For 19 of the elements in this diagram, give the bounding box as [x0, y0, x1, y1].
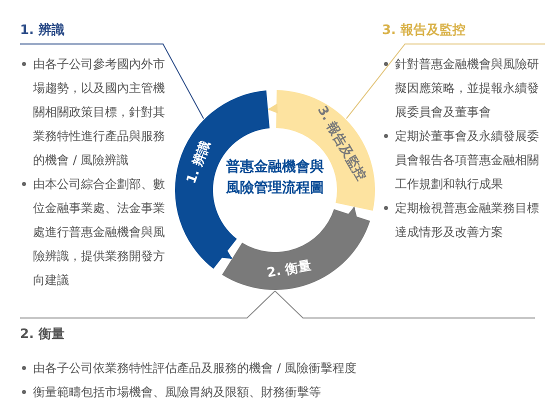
segment-label: 1. 辨識 — [184, 138, 214, 186]
bullet-text: 定期檢視普惠金融業務目標達成情形及改善方案 — [382, 196, 542, 244]
arrow — [268, 104, 278, 114]
segment-label: 2. 衡量 — [266, 258, 312, 282]
section-heading: 1. 辨識 — [20, 22, 66, 40]
leader-line — [20, 44, 204, 120]
bullet-text: 由各子公司依業務特性評估產品及服務的機會 / 風險衝擊程度 — [20, 356, 540, 380]
arrow — [347, 206, 357, 218]
leader-line — [346, 44, 546, 120]
bullet-text: 衡量範疇包括市場機會、風險胃納及限額、財務衝擊等 — [20, 380, 540, 404]
section-heading: 2. 衡量 — [20, 326, 66, 344]
bullet-text: 定期於董事會及永續發展委員會報告各項普惠金融相關工作規劃和執行成果 — [382, 124, 542, 196]
arrow — [221, 249, 232, 260]
center-title: 普惠金融機會與風險管理流程圖 — [226, 159, 324, 196]
leader-line — [20, 290, 276, 318]
bullet-text: 針對普惠金融機會與風險研擬因應策略，並提報永續發展委員會及董事會 — [382, 52, 542, 124]
section-heading: 3. 報告及監控 — [382, 22, 467, 40]
bullet-text: 由本公司綜合企劃部、數位金融事業處、法金事業處進行普惠金融機會與風險辨識，提供業務開發方向建議 — [20, 172, 172, 292]
bullet-text: 由各子公司參考國內外市場趨勢，以及國內主管機關相關政策目標，針對其業務特性進行產品與服務的機會 / 風險辨識 — [20, 52, 172, 172]
